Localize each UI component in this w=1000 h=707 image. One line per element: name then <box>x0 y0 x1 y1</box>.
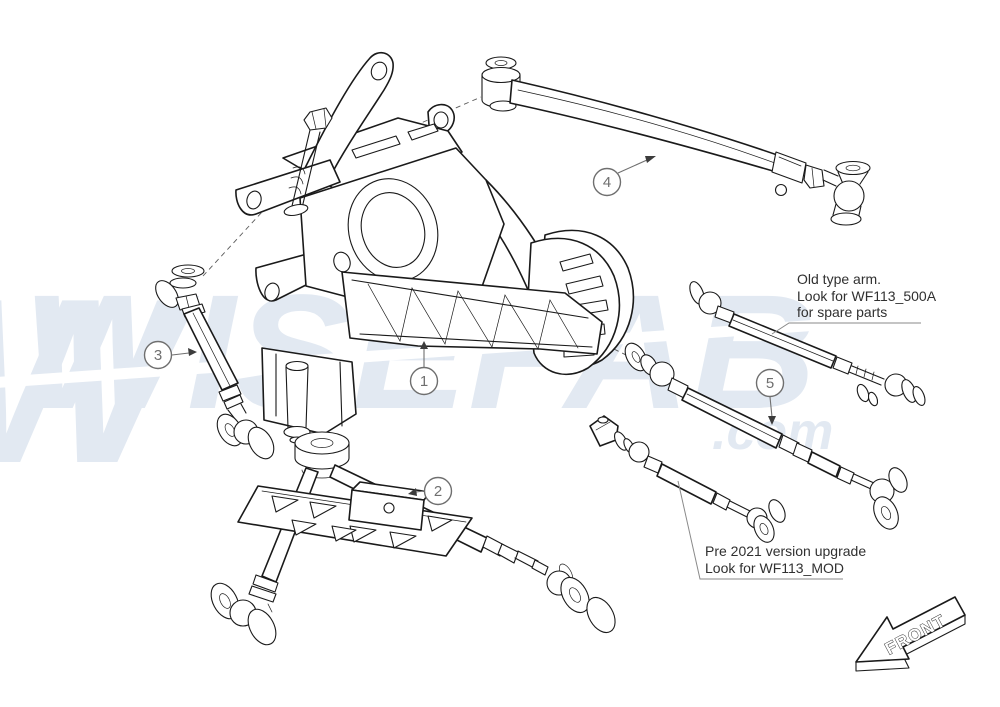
note-old-arm-line-3: for spare parts <box>797 304 887 320</box>
toe-arm-lower <box>589 415 786 543</box>
note-pre2021-line-2: Look for WF113_MOD <box>705 560 844 576</box>
right-top-hat-rear <box>586 596 616 634</box>
note-pre-2021: Pre 2021 version upgrade Look for WF113_… <box>677 480 866 580</box>
arm-tube <box>681 387 783 449</box>
clamp-ear <box>774 183 788 197</box>
curved-blade <box>509 79 791 177</box>
arrowhead-icon <box>408 488 417 496</box>
toe-arm-middle <box>624 342 908 530</box>
note-pre2021-line-1: Pre 2021 version upgrade <box>705 543 866 559</box>
arrowhead-icon <box>768 416 776 425</box>
top-hat-front <box>873 496 899 530</box>
rod-end-washer <box>835 160 871 176</box>
lower-wishbone-part-2 <box>210 431 616 646</box>
top-arm <box>304 51 394 178</box>
arrowhead-icon <box>645 156 656 163</box>
callout-1-circle <box>409 366 439 396</box>
arm-tube <box>728 313 837 369</box>
note-old-arm-line-1: Old type arm. <box>797 271 881 287</box>
upper-curved-arm-part-4 <box>481 56 871 226</box>
callout-4-circle <box>592 167 622 197</box>
callout-4: 4 <box>592 156 656 197</box>
watermark-slash-band <box>0 316 870 392</box>
callout-2: 2 <box>408 476 453 506</box>
right-top-hat-front <box>560 576 590 614</box>
top-bolt-head <box>303 107 333 131</box>
toe-arm-old-type <box>689 281 926 407</box>
callout-3-circle <box>143 340 173 370</box>
callout-1: 1 <box>409 341 439 396</box>
truss-arm <box>341 271 603 355</box>
rod-end-ball-left <box>649 361 675 387</box>
rod-end-ball <box>833 180 865 212</box>
pivot-bushing <box>294 431 350 455</box>
rod-end-ball-left <box>698 291 722 315</box>
hex-nut <box>803 164 825 189</box>
arrowhead-icon <box>188 348 197 356</box>
callout-5-circle <box>755 368 785 398</box>
clamp <box>771 151 807 184</box>
front-direction-arrow: FRONT <box>855 596 966 672</box>
top-flange <box>155 280 179 308</box>
arrowhead-icon <box>420 341 428 349</box>
callout-5: 5 <box>755 368 785 425</box>
rod-end-ball-left <box>628 441 650 463</box>
callout-4-number: 4 <box>603 174 611 191</box>
note-old-type-arm: Old type arm. Look for WF113_500A for sp… <box>771 271 937 335</box>
rod-end-flange-rear <box>247 426 275 460</box>
top-hat-rear <box>888 467 908 493</box>
callout-3-number: 3 <box>154 347 162 364</box>
callout-3: 3 <box>143 340 197 370</box>
left-wing-upper <box>235 159 341 216</box>
note-pre2021-leader <box>677 480 843 580</box>
top-washer <box>171 264 205 278</box>
knuckle-upright-part-1 <box>235 51 635 444</box>
arrow-top-face <box>855 596 966 663</box>
note-old-arm-line-2: Look for WF113_500A <box>797 288 937 304</box>
bottom-channel <box>261 347 357 435</box>
dash-knuckle-to-toe-arm <box>597 340 629 357</box>
callout-2-number: 2 <box>434 483 442 500</box>
strut-link-part-3 <box>155 264 275 460</box>
dash-strut-to-knuckle <box>202 211 263 277</box>
note-old-arm-leader <box>771 322 921 335</box>
callout-5-number: 5 <box>766 375 774 392</box>
callout-1-number: 1 <box>420 373 428 390</box>
callout-2-circle <box>423 476 453 506</box>
arm-tube <box>656 463 717 505</box>
